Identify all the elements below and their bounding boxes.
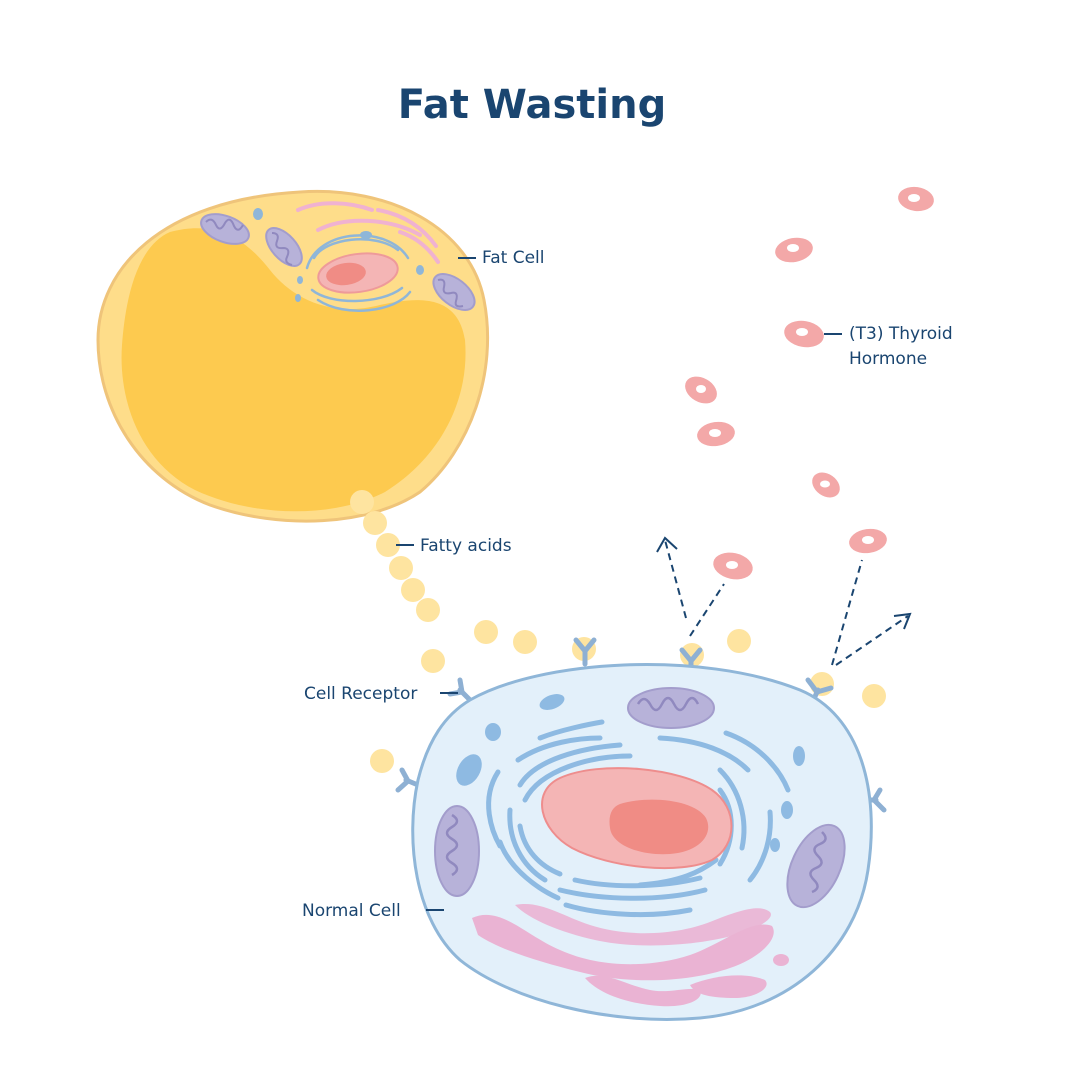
fat-cell [96, 189, 490, 523]
cell-receptor [447, 677, 473, 703]
fatty-acids-label: Fatty acids [420, 536, 512, 556]
hormone-molecule [812, 472, 840, 498]
fatty-acid-droplet [335, 469, 359, 493]
fatty-acid-droplet [389, 556, 413, 580]
hormone-molecule [775, 237, 813, 263]
dashed-arrow-right [835, 615, 909, 666]
fat-cell-vesicles [253, 208, 424, 302]
normal-cell-mitochondria [434, 687, 846, 909]
fatty-acid-droplet [513, 630, 537, 654]
hormone-molecule [898, 186, 934, 212]
fat-cell-mitochondria [200, 213, 476, 311]
fat-cell-label: Fat Cell [482, 248, 544, 268]
release-arrows [656, 536, 912, 666]
fatty-acid-droplet [370, 749, 394, 773]
fatty-acid-droplet [363, 511, 387, 535]
mitochondrion [627, 687, 715, 729]
cell-receptors [395, 637, 887, 813]
arrow-head-up [656, 536, 678, 553]
normal-cell-golgi [472, 904, 789, 1007]
fatty-acid-droplet [416, 598, 440, 622]
hormone-molecule [713, 552, 753, 580]
fatty-acid-droplet [401, 578, 425, 602]
dashed-arrow-up [664, 539, 687, 619]
fatty-acid-droplet [350, 490, 374, 514]
fatty-acid-droplet [376, 533, 400, 557]
fatty-acid-droplet [862, 684, 886, 708]
hormone-molecule [697, 421, 735, 447]
fat-cell-endoplasmic-reticulum [305, 234, 412, 312]
fatty-acid-droplet [474, 620, 498, 644]
hormone-molecule [849, 528, 887, 554]
cell-receptor [573, 637, 597, 667]
normal-cell-vesicles [456, 694, 805, 852]
thyroid-hormone-label-line2: Hormone [849, 349, 927, 369]
normal-cell-label: Normal Cell [302, 901, 401, 921]
arrow-head-right [893, 612, 912, 630]
fatty-acid-droplet [318, 450, 342, 474]
lipid-droplet [121, 228, 466, 512]
dashed-arrow-from-right-hormone [831, 559, 863, 666]
fatty-acid-droplet [421, 649, 445, 673]
normal-cell [395, 637, 887, 1021]
fat-cell-nucleolus [326, 262, 366, 286]
thyroid-hormone-label-line1: (T3) Thyroid [849, 324, 953, 344]
hormone-molecule [685, 376, 717, 404]
mitochondrion [434, 805, 480, 897]
cell-receptor [395, 767, 421, 793]
normal-cell-endoplasmic-reticulum [486, 719, 791, 918]
page-title: Fat Wasting [398, 82, 666, 128]
fat-cell-golgi [296, 201, 440, 264]
thyroid-hormones [685, 186, 934, 580]
fatty-acid-droplet [727, 629, 751, 653]
dashed-arrow-from-hormone [689, 583, 725, 637]
mitochondrion [786, 823, 846, 909]
normal-cell-nucleolus [609, 799, 709, 855]
hormone-molecule [784, 320, 824, 348]
cell-receptor-label: Cell Receptor [304, 684, 417, 704]
